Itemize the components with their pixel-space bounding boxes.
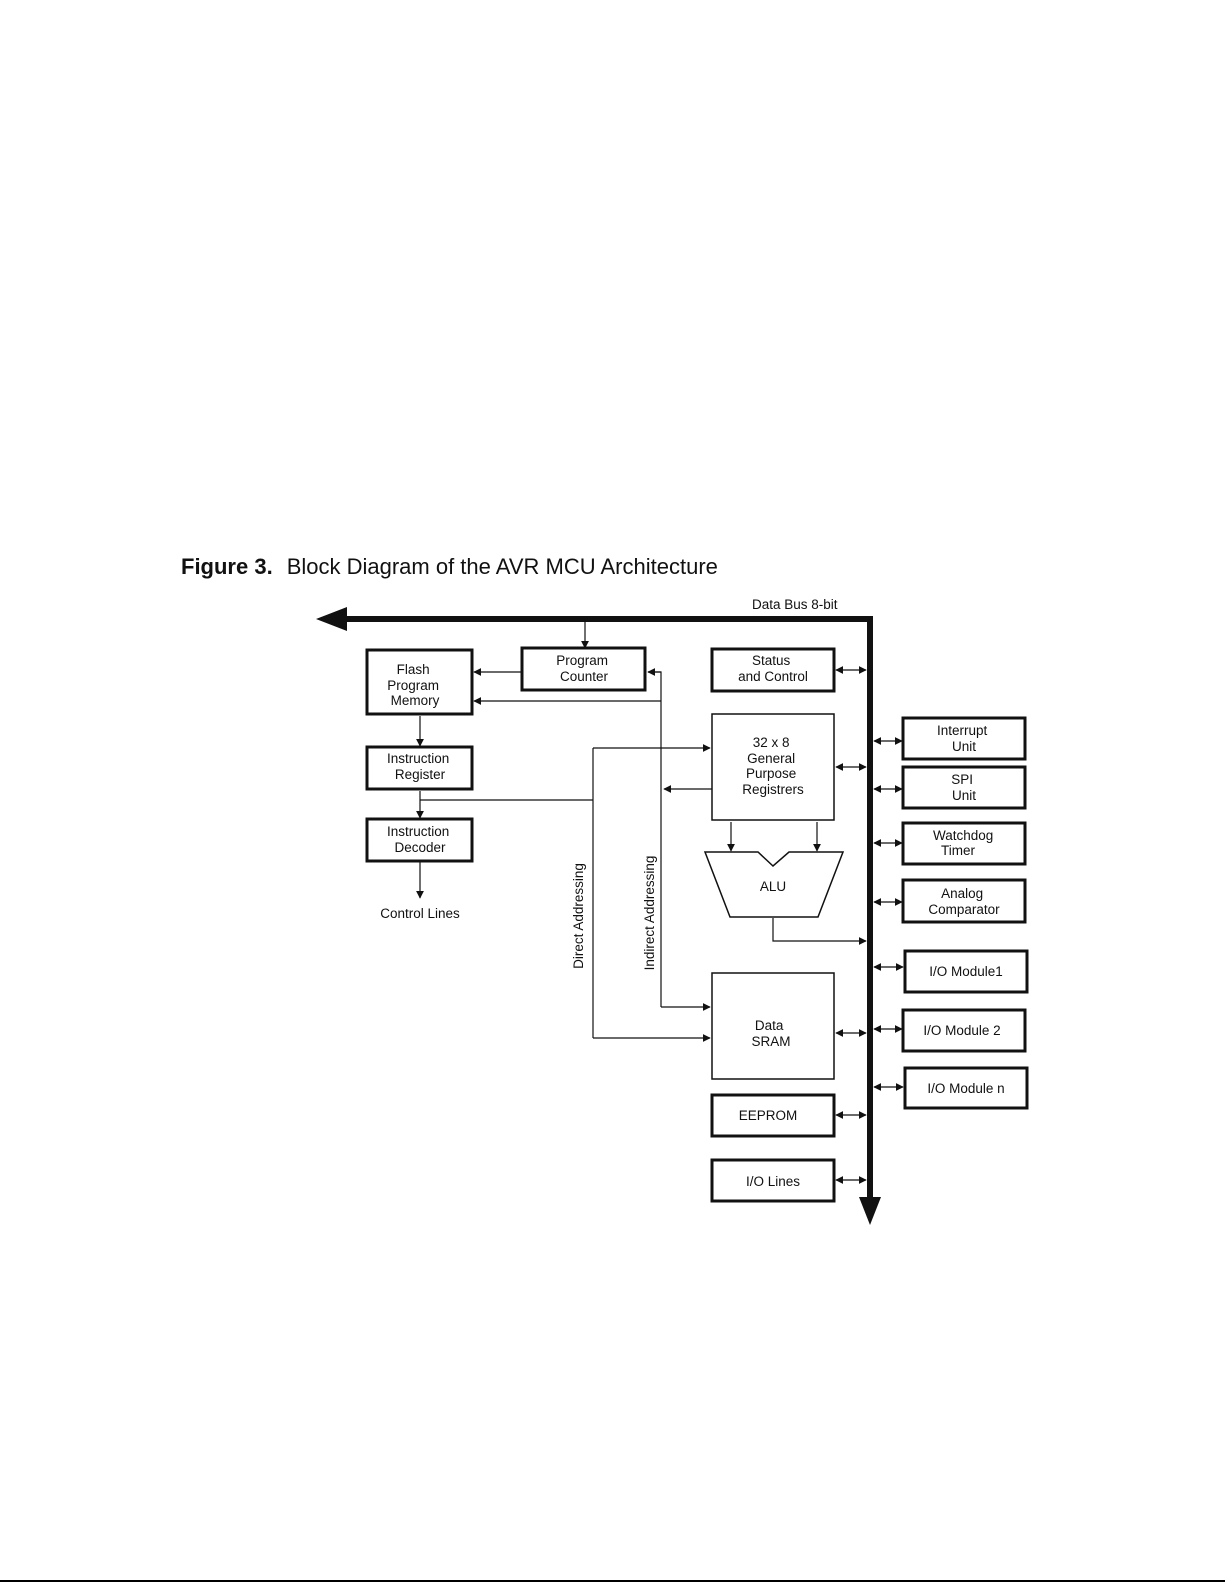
alu-text: ALU (760, 879, 786, 894)
io-module-1-block (903, 949, 1029, 994)
status-control-block (710, 647, 836, 693)
registers-block (711, 713, 835, 821)
registers-text: 32 x 8 General Purpose Registrers (742, 735, 804, 797)
eeprom-block (710, 1093, 836, 1138)
bus-arrow-left (316, 607, 347, 631)
flash-memory-text: Flash Program Memory (387, 662, 443, 708)
program-counter-block (520, 646, 647, 692)
data-bus (316, 607, 881, 1225)
flash-memory-block (365, 648, 474, 716)
instruction-register-block (365, 745, 474, 791)
interrupt-unit-text: Interrupt Unit (937, 723, 991, 754)
io-lines-block (710, 1158, 836, 1203)
alu-block (703, 851, 845, 918)
direct-addressing-label: Direct Addressing (571, 863, 586, 969)
watchdog-timer-text: Watchdog Timer (933, 828, 997, 858)
status-control-text: Status and Control (738, 653, 808, 684)
instruction-register-text: Instruction Register (387, 751, 453, 782)
watchdog-timer-block (901, 821, 1027, 866)
io-module-2-text: I/O Module 2 (923, 1023, 1000, 1038)
io-module-2-block (901, 1008, 1027, 1053)
indirect-addressing-label: Indirect Addressing (642, 856, 657, 971)
bus-arrow-down (859, 1197, 881, 1225)
program-counter-text: Program Counter (556, 653, 612, 684)
instruction-decoder-block (365, 817, 474, 863)
figure-caption: Figure 3. Block Diagram of the AVR MCU Ar… (181, 554, 718, 580)
analog-comparator-text: Analog Comparator (928, 886, 1000, 917)
alu-to-bus-line (772, 918, 867, 945)
data-sram-text: Data SRAM (751, 1018, 790, 1049)
data-bus-label: Data Bus 8-bit (752, 597, 838, 612)
analog-comparator-block (901, 878, 1027, 924)
page-bottom-rule (0, 1580, 1225, 1582)
spi-unit-text: SPI Unit (951, 772, 977, 803)
data-sram-block (711, 972, 835, 1080)
io-module-n-block (903, 1066, 1029, 1110)
instruction-decoder-text: Instruction Decoder (387, 824, 453, 855)
interrupt-unit-block (901, 716, 1027, 761)
figure-title: Block Diagram of the AVR MCU Architectur… (286, 554, 718, 579)
control-lines-label: Control Lines (380, 906, 460, 921)
io-lines-text: I/O Lines (746, 1174, 800, 1189)
eeprom-text: EEPROM (739, 1108, 798, 1123)
io-module-n-text: I/O Module n (927, 1081, 1004, 1096)
figure-number: Figure 3. (181, 554, 273, 579)
connections (416, 619, 904, 1184)
io-module-1-text: I/O Module1 (929, 964, 1003, 979)
spi-unit-block (901, 765, 1027, 810)
